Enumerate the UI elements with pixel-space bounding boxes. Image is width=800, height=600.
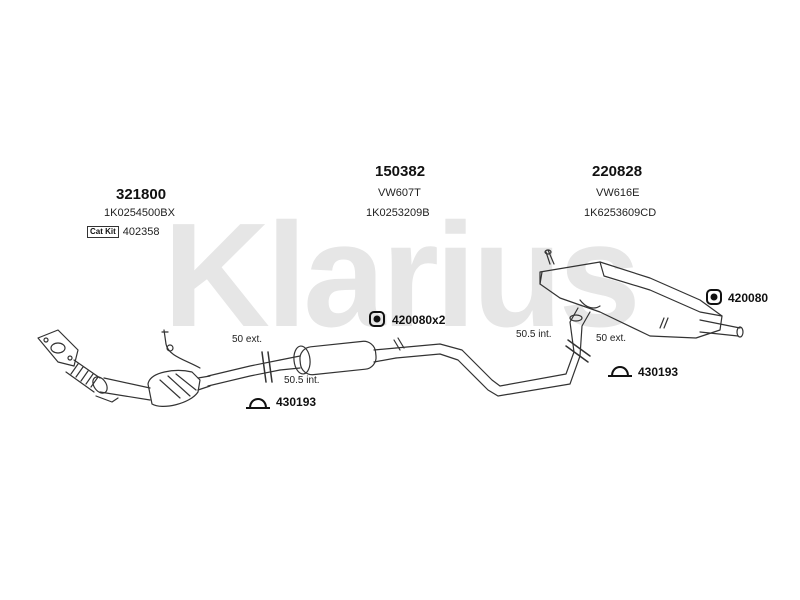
hanger-number-mid: 420080x2 xyxy=(392,313,446,327)
front-flange xyxy=(37,329,79,367)
flex-pipe xyxy=(65,359,108,394)
part-number-front: 321800 xyxy=(116,186,167,203)
ref-middle: VW607T xyxy=(378,187,421,199)
hanger-icon-mid xyxy=(369,311,385,327)
middle-pipe xyxy=(395,343,581,397)
clamp-icon-left xyxy=(246,398,270,409)
part-number-middle: 150382 xyxy=(375,163,426,180)
joint-left-ext: 50 ext. xyxy=(232,334,263,345)
middle-silencer xyxy=(279,340,397,376)
tail-pipe-end xyxy=(736,326,744,338)
cat-kit-badge: Cat Kit xyxy=(87,226,119,238)
rear-pipe-ring xyxy=(569,314,583,322)
tail-pipe xyxy=(699,319,741,337)
joint-left-int: 50.5 int. xyxy=(284,375,320,386)
joint-right-ext: 50 ext. xyxy=(596,333,627,344)
watermark-text: Klarius xyxy=(163,193,637,358)
ref-rear: VW616E xyxy=(596,187,640,199)
oe-code-rear: 1K6253609CD xyxy=(584,207,657,219)
oe-code-middle: 1K0253209B xyxy=(366,207,430,219)
clamp-icon-right xyxy=(608,366,632,377)
cat-kit-number: 402358 xyxy=(122,226,160,238)
joint-right-int: 50.5 int. xyxy=(516,329,552,340)
mid-hanger-peg xyxy=(393,337,405,351)
front-pipe-bracket xyxy=(95,395,119,403)
rear-silencer xyxy=(539,249,723,339)
rear-box-peg xyxy=(659,317,669,329)
joint-left-marker xyxy=(261,351,273,383)
catalytic-converter xyxy=(147,369,211,407)
front-pipe xyxy=(99,377,151,401)
part-number-rear: 220828 xyxy=(592,163,643,180)
lambda-sensor xyxy=(161,329,201,369)
joint-right-marker xyxy=(565,339,591,363)
oe-code-front: 1K0254500BX xyxy=(104,207,175,219)
hanger-number-right: 420080 xyxy=(728,291,769,305)
cat-kit: Cat Kit 402358 xyxy=(87,226,160,238)
hanger-icon-right xyxy=(706,289,722,305)
clamp-number-left: 430193 xyxy=(276,395,317,409)
clamp-number-right: 430193 xyxy=(638,365,679,379)
rear-inlet-pipe xyxy=(569,307,591,357)
